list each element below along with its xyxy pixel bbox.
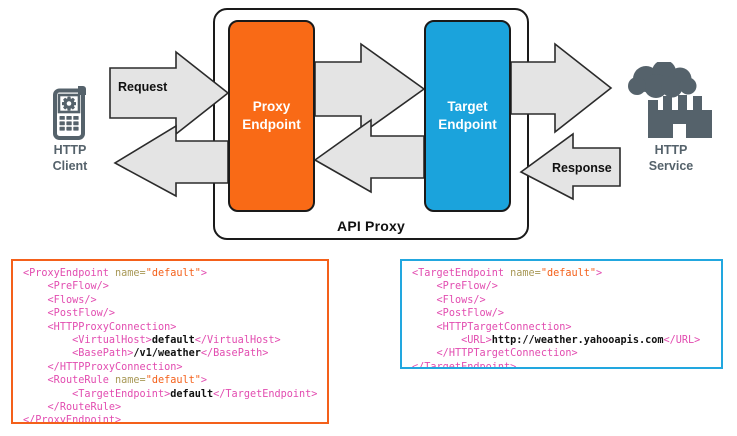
target-to-service-arrow: [510, 42, 613, 134]
response-arrow-label: Response: [552, 161, 612, 175]
request-arrow: [109, 50, 230, 136]
request-arrow-label: Request: [118, 80, 168, 94]
mobile-phone-gear-icon: [53, 86, 86, 140]
proxy-endpoint-line2: Endpoint: [242, 117, 301, 132]
http-service-label: HTTP Service: [625, 142, 717, 175]
proxy-to-target-arrow: [314, 42, 426, 136]
proxy-endpoint-box[interactable]: Proxy Endpoint: [228, 20, 315, 212]
target-to-proxy-arrow: [313, 118, 425, 194]
proxy-endpoint-code-block: <ProxyEndpoint name="default"> <PreFlow/…: [11, 259, 329, 424]
http-service-line2: Service: [648, 159, 694, 174]
target-endpoint-line2: Endpoint: [438, 117, 497, 132]
factory-cloud-icon: [628, 62, 712, 138]
response-arrow: [519, 132, 621, 201]
http-client-line2: Client: [52, 159, 88, 174]
http-service-line1: HTTP: [654, 143, 688, 157]
http-client-line1: HTTP: [53, 143, 87, 157]
target-endpoint-box[interactable]: Target Endpoint: [424, 20, 511, 212]
target-endpoint-code-block: <TargetEndpoint name="default"> <PreFlow…: [400, 259, 723, 369]
api-proxy-label: API Proxy: [337, 218, 405, 234]
target-endpoint-line1: Target: [447, 98, 488, 114]
http-client-label: HTTP Client: [26, 142, 114, 175]
proxy-to-client-arrow: [113, 124, 229, 198]
proxy-endpoint-line1: Proxy: [252, 98, 291, 114]
